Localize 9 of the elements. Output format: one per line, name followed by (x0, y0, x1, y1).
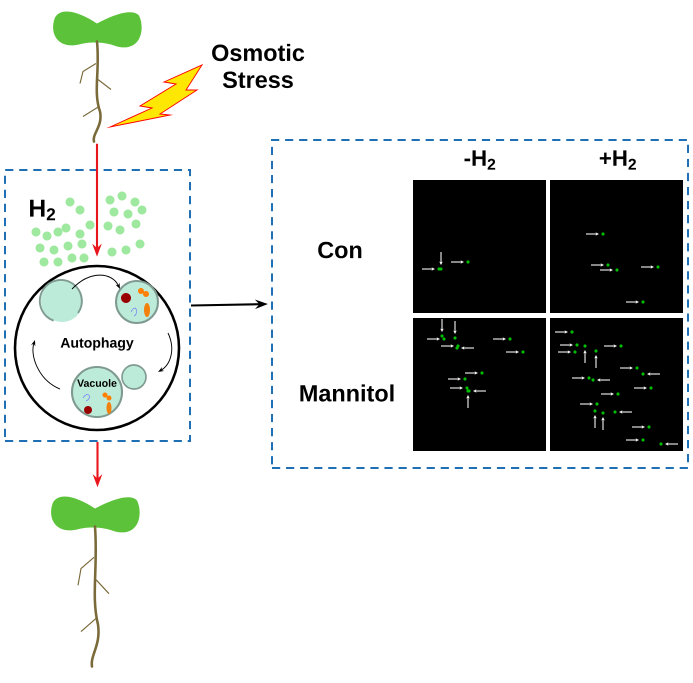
seedling-drawing (53, 12, 142, 143)
row-label: Mannitol (300, 384, 394, 402)
column-label: +H$_{2}$ (600, 150, 636, 170)
stress-label: Osmotic Stress (212, 44, 304, 88)
row-label: Con (318, 242, 362, 258)
vacuole: Vacuole (70, 364, 147, 418)
dashed-panel (271, 139, 689, 469)
column-label: -H$_{2}$ (464, 150, 496, 170)
seedling-drawing (51, 496, 140, 668)
